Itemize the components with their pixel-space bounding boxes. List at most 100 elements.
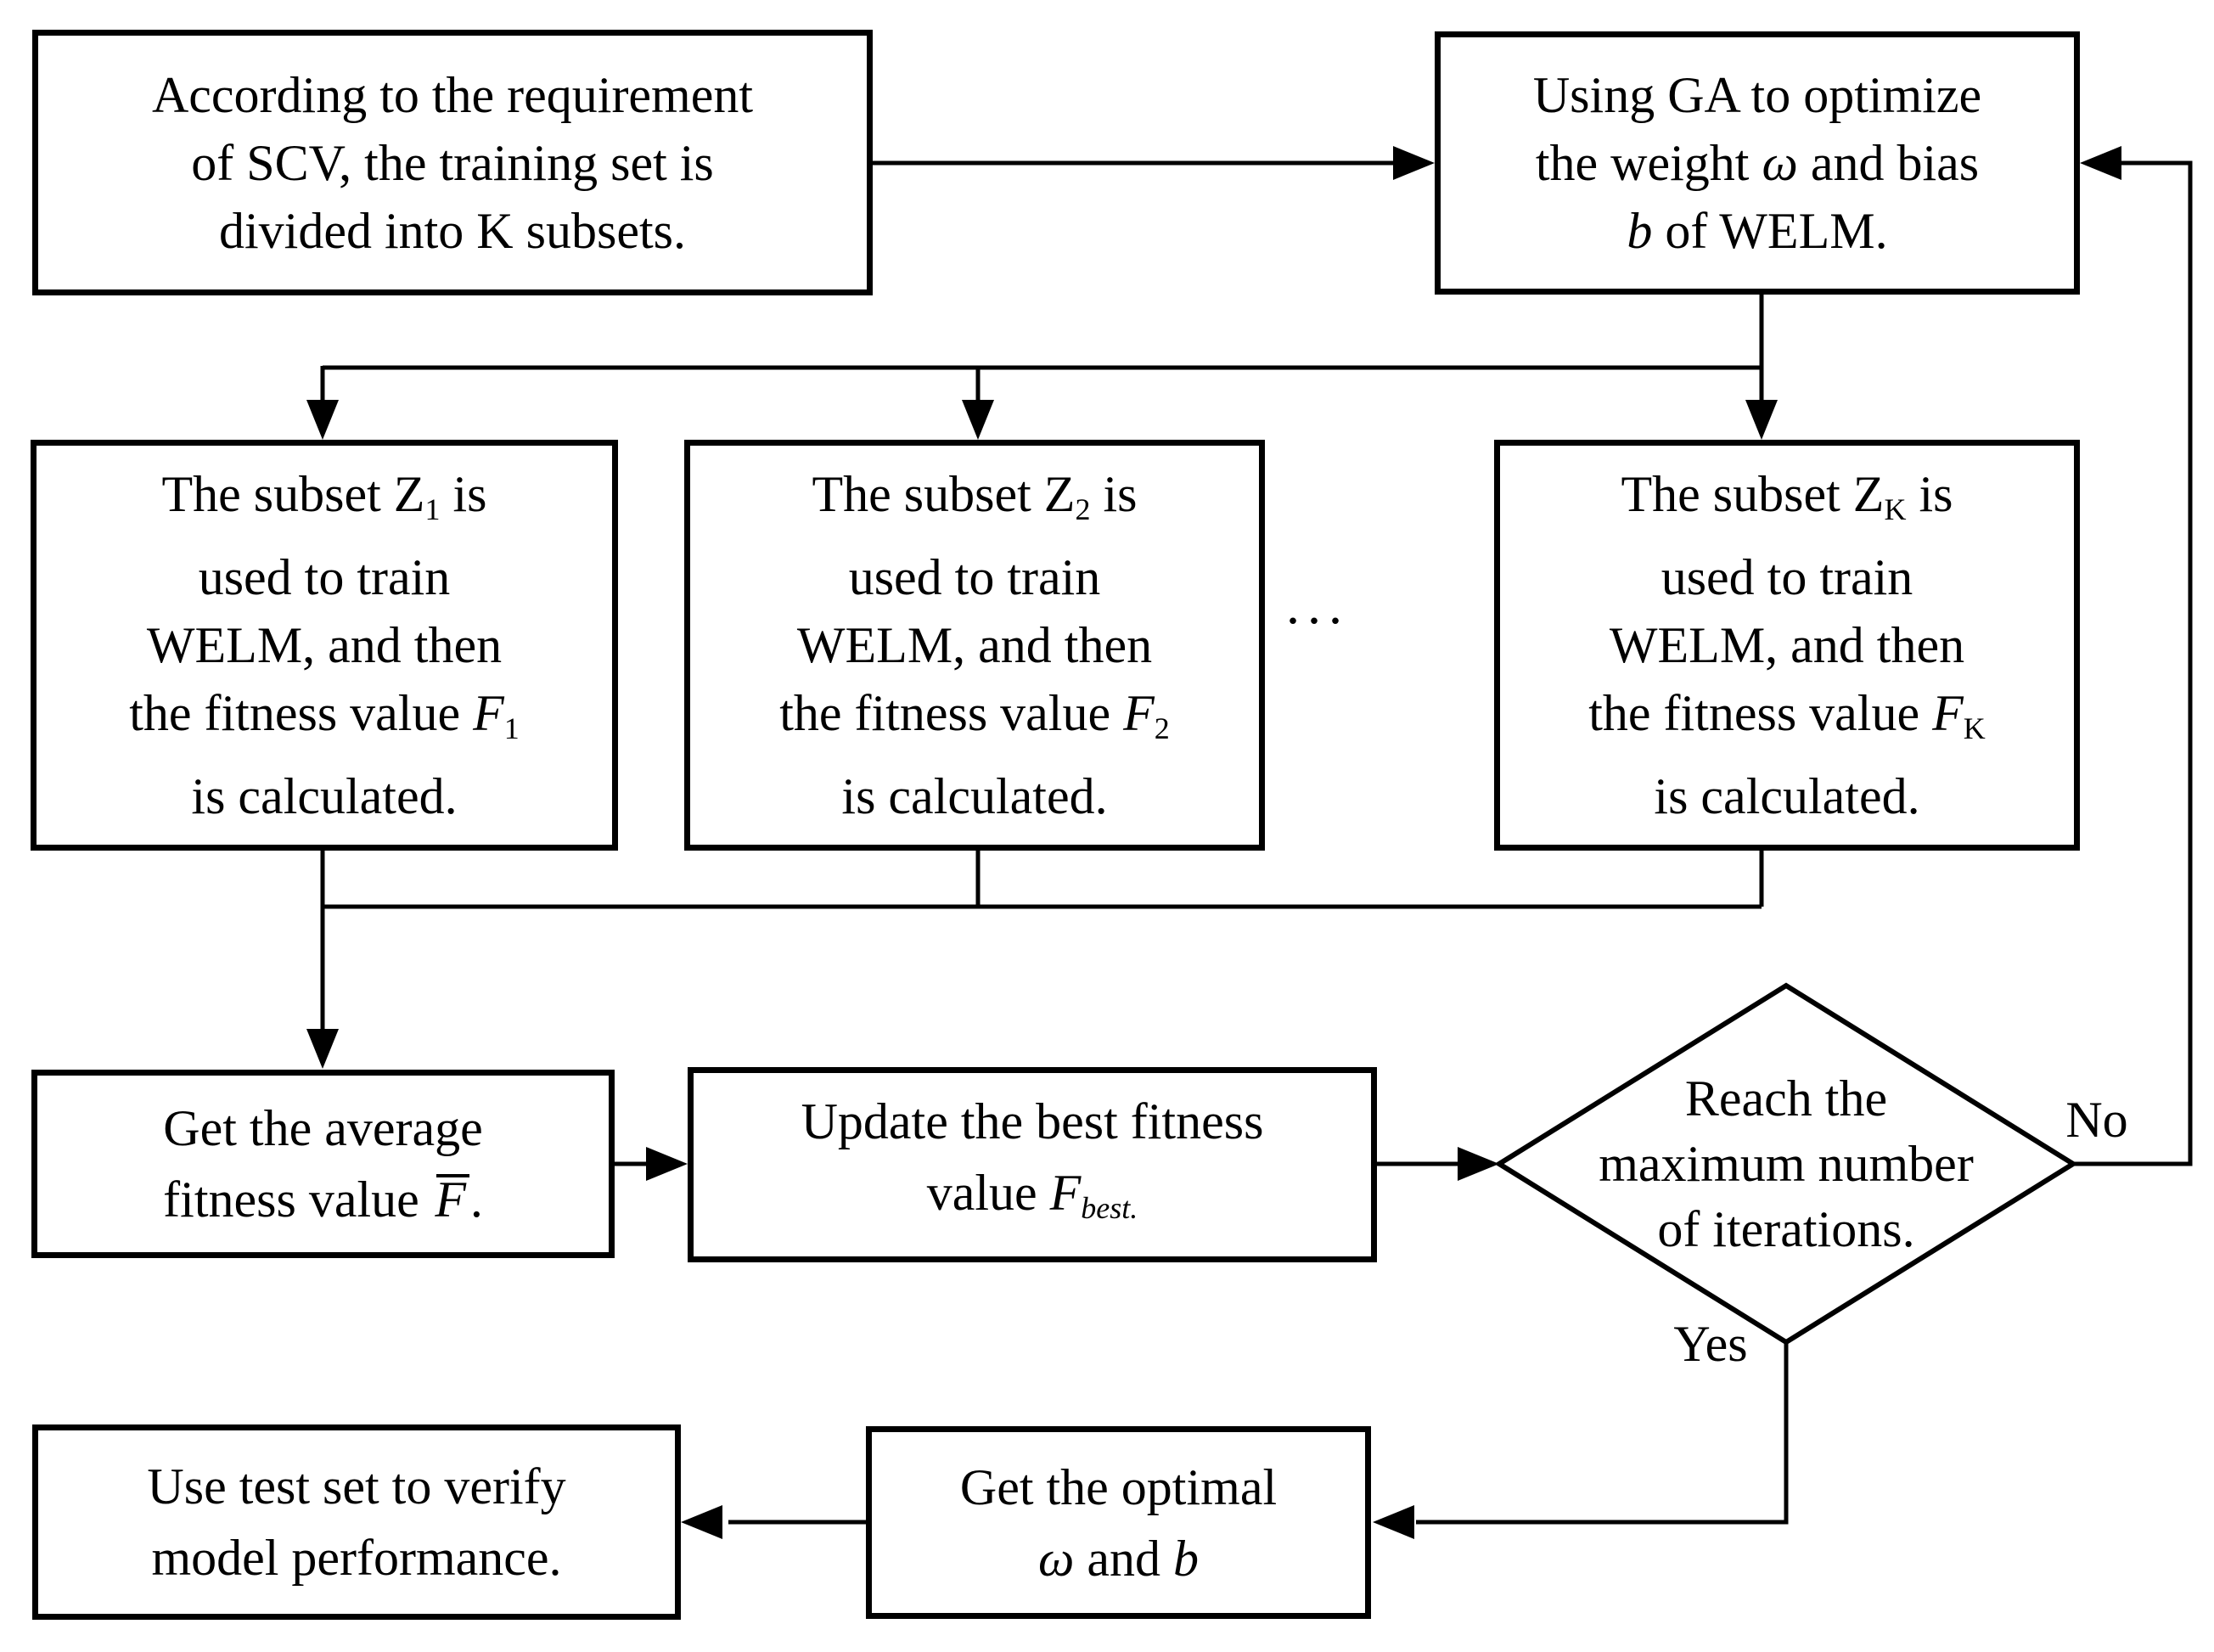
text-line: used to train: [849, 543, 1101, 611]
text-segment: According to the requirement: [151, 66, 754, 123]
text-line: Using GA to optimize: [1533, 61, 1981, 129]
text-segment: F: [1049, 1164, 1082, 1221]
text-line: is calculated.: [1654, 762, 1919, 830]
arrowhead-into-ga-left: [1393, 146, 1435, 180]
text-line: the fitness value F1: [129, 679, 520, 762]
arrowhead-into-subset2: [962, 400, 994, 440]
text-segment: the fitness value: [1588, 685, 1933, 741]
text-segment: best.: [1081, 1191, 1138, 1226]
text-segment: Using GA to optimize: [1532, 67, 1982, 123]
text-segment: WELM, and then: [796, 617, 1153, 673]
text-segment: 2: [1154, 711, 1170, 746]
text-segment: is: [440, 465, 487, 522]
text-segment: b: [1173, 1530, 1199, 1587]
text-segment: and: [1074, 1530, 1173, 1587]
text-segment: and bias: [1797, 135, 1980, 191]
text-line: the fitness value FK: [1588, 679, 1986, 762]
text-line: Get the optimal: [960, 1452, 1277, 1523]
text-segment: is: [1906, 465, 1953, 522]
text-line: of SCV, the training set is: [191, 129, 714, 197]
text-line: used to train: [1661, 543, 1913, 611]
text-segment: the fitness value: [779, 685, 1124, 741]
text-segment: 1: [424, 492, 441, 526]
text-segment: value: [926, 1164, 1050, 1221]
text-segment: used to train: [198, 549, 451, 605]
text-line: used to train: [199, 543, 451, 611]
text-line: b of WELM.: [1627, 197, 1887, 265]
decision-diamond-shape: [1494, 982, 2078, 1346]
text-segment: F: [432, 1172, 470, 1228]
text-segment: F: [1123, 685, 1155, 741]
text-segment: K: [1884, 492, 1907, 526]
text-line: The subset ZK is: [1621, 460, 1953, 543]
conn-yes-to-optimal: [1416, 1342, 1789, 1525]
text-segment: The subset Z: [1621, 465, 1885, 522]
text-line: fitness value F.: [163, 1164, 483, 1235]
text-segment: the weight: [1535, 135, 1762, 191]
text-line: Use test set to verify: [147, 1451, 565, 1522]
text-segment: Get the optimal: [959, 1458, 1278, 1515]
text-segment: of WELM.: [1652, 203, 1888, 259]
text-segment: F: [1932, 685, 1964, 741]
arrowhead-into-decision: [1458, 1147, 1499, 1181]
text-segment: model performance.: [151, 1530, 562, 1586]
text-segment: is calculated.: [841, 768, 1108, 825]
text-segment: divided into K subsets.: [219, 202, 686, 259]
text-segment: fitness value: [163, 1172, 432, 1228]
text-segment: WELM, and then: [1609, 617, 1965, 673]
arrowhead-into-update: [646, 1147, 688, 1181]
text-line: model performance.: [151, 1522, 561, 1593]
text-segment: is: [1090, 465, 1138, 522]
arrowhead-into-subset1: [306, 400, 339, 440]
text-segment: is calculated.: [191, 768, 458, 825]
text-line: Get the average: [163, 1093, 482, 1164]
text-line: is calculated.: [191, 762, 457, 830]
text-line: The subset Z2 is: [812, 460, 1138, 543]
arrowhead-into-ga-right: [2080, 146, 2121, 180]
conn-ga-to-collector: [323, 295, 1764, 370]
text-line: divided into K subsets.: [219, 197, 686, 265]
text-segment: 2: [1075, 492, 1091, 526]
text-segment: the fitness value: [129, 685, 474, 741]
text-segment: Use test set to verify: [147, 1458, 566, 1514]
text-line: The subset Z1 is: [162, 460, 487, 543]
arrowhead-into-average: [306, 1029, 339, 1069]
node-update-best: Update the best fitness value Fbest.: [688, 1067, 1377, 1262]
text-segment: The subset Z: [812, 465, 1076, 522]
text-line: the weight ω and bias: [1536, 129, 1979, 197]
text-segment: used to train: [1660, 549, 1913, 605]
text-segment: of iterations.: [1657, 1200, 1915, 1257]
text-segment: is calculated.: [1654, 768, 1920, 825]
ellipsis-label: ...: [1286, 575, 1350, 635]
text-line: of iterations.: [1657, 1197, 1914, 1262]
text-segment: F: [473, 685, 504, 741]
text-line: Update the best fitness: [801, 1086, 1264, 1157]
text-line: ω and b: [1038, 1523, 1199, 1594]
node-ga-optimize: Using GA to optimize the weight ω and bia…: [1435, 31, 2080, 295]
arrowhead-into-optimal: [1373, 1505, 1414, 1539]
text-line: WELM, and then: [1610, 611, 1964, 679]
text-segment: Update the best fitness: [801, 1093, 1264, 1149]
label-no: No: [2065, 1092, 2128, 1148]
node-get-optimal: Get the optimal ω and b: [866, 1426, 1371, 1619]
text-segment: of SCV, the training set is: [191, 134, 714, 191]
text-segment: used to train: [848, 549, 1101, 605]
text-segment: 1: [503, 711, 520, 746]
text-segment: .: [469, 1172, 483, 1228]
text-segment: ω: [1762, 135, 1798, 191]
text-line: is calculated.: [841, 762, 1107, 830]
text-line: Reach the: [1685, 1066, 1887, 1132]
text-segment: K: [1963, 711, 1986, 746]
text-segment: maximum number: [1599, 1135, 1974, 1192]
arrowhead-into-subsetk: [1745, 400, 1778, 440]
text-line: WELM, and then: [797, 611, 1152, 679]
text-line: value Fbest.: [927, 1157, 1138, 1244]
text-line: WELM, and then: [147, 611, 502, 679]
label-yes: Yes: [1673, 1316, 1748, 1372]
